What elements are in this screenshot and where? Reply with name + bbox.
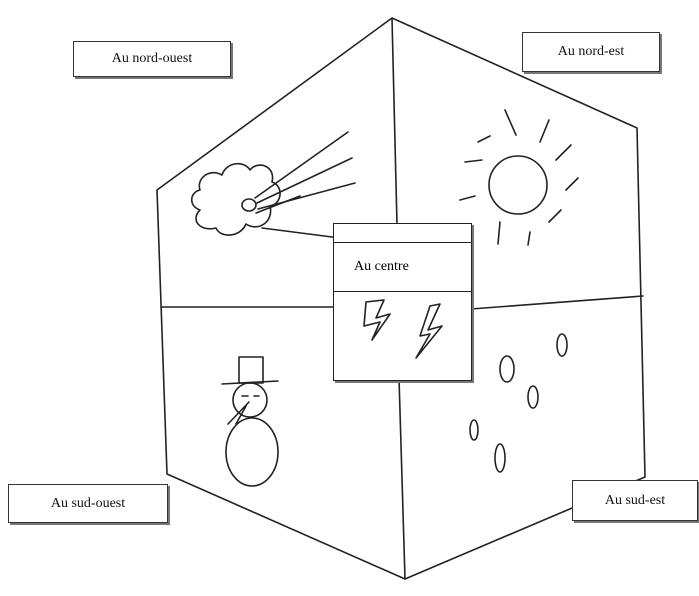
label-south-east: Au sud-est: [572, 480, 698, 521]
divider-vertical-bottom: [398, 377, 406, 580]
lightning-icon: [363, 299, 443, 359]
center-panel: Au centre: [333, 223, 472, 381]
divider-horizontal-right: [470, 295, 644, 310]
wind-cloud-icon: [190, 131, 356, 239]
center-top-strip: [334, 224, 471, 243]
snowman-icon: [221, 356, 279, 487]
divider-vertical-top: [391, 17, 398, 226]
rain-drops-icon: [469, 333, 568, 473]
sun-icon: [459, 109, 579, 246]
label-north-east: Au nord-est: [522, 32, 660, 72]
center-label: Au centre: [334, 243, 471, 292]
label-north-west: Au nord-ouest: [73, 41, 231, 77]
label-south-west: Au sud-ouest: [8, 484, 168, 523]
